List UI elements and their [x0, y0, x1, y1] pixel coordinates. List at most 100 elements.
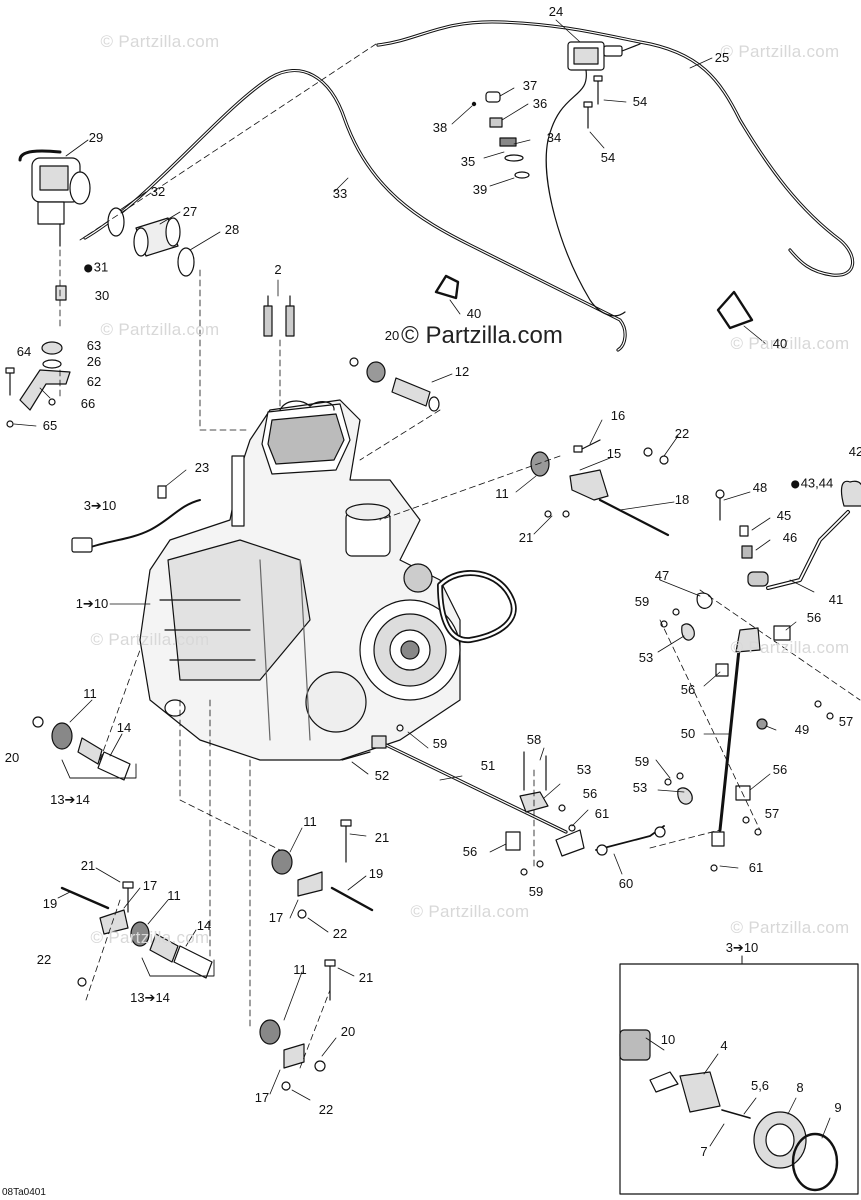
- part-number: 39: [472, 182, 488, 197]
- part-number: 66: [80, 396, 96, 411]
- part-label-33: 33: [333, 187, 347, 201]
- part-number: 7: [700, 1144, 708, 1159]
- part-number: 31: [93, 259, 109, 275]
- shift-lever: [660, 480, 861, 847]
- part-number: 63: [86, 338, 102, 353]
- part-number: 45: [776, 508, 792, 523]
- part-label-23: 23: [195, 461, 209, 475]
- part-label-34: 34: [547, 131, 561, 145]
- part-label-42: 42: [849, 445, 861, 459]
- part-number: 62: [86, 374, 102, 389]
- part-number: 8: [796, 1080, 804, 1095]
- part-label-36: 36: [533, 97, 547, 111]
- part-number: 22: [318, 1102, 334, 1117]
- part-label-21b: 21: [375, 831, 389, 845]
- watermark: © Partzilla.com: [90, 928, 210, 947]
- part-label-64: 64: [17, 345, 31, 359]
- part-label-13-14a: 13➔14: [50, 793, 90, 807]
- part-label-22d: 22: [319, 1103, 333, 1117]
- part-number: 49: [794, 722, 810, 737]
- part-number: 26: [86, 354, 102, 369]
- part-number: 51: [480, 758, 496, 773]
- part-number: 22: [674, 426, 690, 441]
- part-label-14a: 14: [117, 721, 131, 735]
- part-label-56e: 56: [463, 845, 477, 859]
- part-number: 22: [36, 952, 52, 967]
- part-number: 42: [848, 444, 861, 459]
- part-label-22a: 22: [675, 427, 689, 441]
- part-label-66: 66: [81, 397, 95, 411]
- part-label-18: 18: [675, 493, 689, 507]
- part-label-46: 46: [783, 531, 797, 545]
- part-number: 11: [83, 686, 97, 701]
- part-number: 61: [594, 806, 610, 821]
- part-label-32: 32: [151, 185, 165, 199]
- part-number: 40: [466, 306, 482, 321]
- part-number: 56: [806, 610, 822, 625]
- part-label-37: 37: [523, 79, 537, 93]
- throttle-cable: [83, 68, 627, 352]
- part-number: 34: [546, 130, 562, 145]
- link-rod-60: [595, 825, 718, 872]
- part-number: 41: [828, 592, 844, 607]
- spark-plugs: [263, 295, 295, 337]
- part-number: 53: [638, 650, 654, 665]
- part-number: 61: [748, 860, 764, 875]
- oil-drop-icon: ⬤: [83, 263, 93, 273]
- part-number: 3➔10: [83, 498, 117, 513]
- part-number: 2: [274, 262, 282, 277]
- part-label-10: 10: [661, 1033, 675, 1047]
- part-label-7: 7: [700, 1145, 707, 1159]
- part-label-21d: 21: [359, 971, 373, 985]
- part-label-63: 63: [87, 339, 101, 353]
- part-number: 14: [196, 918, 212, 933]
- part-number: 1➔10: [75, 596, 109, 611]
- part-number: 37: [522, 78, 538, 93]
- carburetor: [18, 149, 91, 247]
- watermark: © Partzilla.com: [100, 32, 220, 51]
- part-number: 13➔14: [130, 990, 170, 1005]
- part-number: 9: [834, 1100, 842, 1115]
- part-label-20a: 20: [385, 329, 399, 343]
- part-number: 64: [16, 344, 32, 359]
- part-number: 57: [764, 806, 780, 821]
- engine-block: [139, 399, 461, 761]
- part-number: 20: [340, 1024, 356, 1039]
- intake-boot: [107, 207, 195, 277]
- part-number: 11: [303, 814, 317, 829]
- part-number: 65: [42, 418, 58, 433]
- part-label-28: 28: [225, 223, 239, 237]
- part-label-11a: 11: [495, 487, 509, 501]
- part-number: 17: [142, 878, 158, 893]
- part-number: 25: [714, 50, 730, 65]
- part-label-20c: 20: [341, 1025, 355, 1039]
- part-number: 57: [838, 714, 854, 729]
- inset-box: [619, 963, 859, 1195]
- switch-24: [545, 41, 641, 317]
- watermark: © Partzilla.com: [410, 902, 530, 921]
- part-number: 27: [182, 204, 198, 219]
- part-label-53b: 53: [577, 763, 591, 777]
- part-label-40b: 40: [773, 337, 787, 351]
- screw-54: [583, 75, 603, 129]
- part-label-11e: 11: [293, 963, 307, 977]
- part-number: 56: [462, 844, 478, 859]
- part-label-27: 27: [183, 205, 197, 219]
- part-label-53c: 53: [633, 781, 647, 795]
- part-number: 19: [368, 866, 384, 881]
- part-label-35: 35: [461, 155, 475, 169]
- oil-drop-icon: ⬤: [790, 479, 800, 489]
- part-number: 59: [634, 594, 650, 609]
- part-number: 24: [548, 4, 564, 19]
- bracket-15: [530, 439, 670, 537]
- part-label-3-10a: 3➔10: [84, 499, 117, 513]
- part-number: 14: [116, 720, 132, 735]
- part-number: 56: [582, 786, 598, 801]
- part-label-53a: 53: [639, 651, 653, 665]
- inset-title: 3➔10: [725, 940, 759, 955]
- drawing-code: 08Ta0401: [2, 1187, 46, 1198]
- part-number: 13➔14: [50, 792, 90, 807]
- part-number: 54: [600, 150, 616, 165]
- part-label-57a: 57: [839, 715, 853, 729]
- part-label-51: 51: [481, 759, 495, 773]
